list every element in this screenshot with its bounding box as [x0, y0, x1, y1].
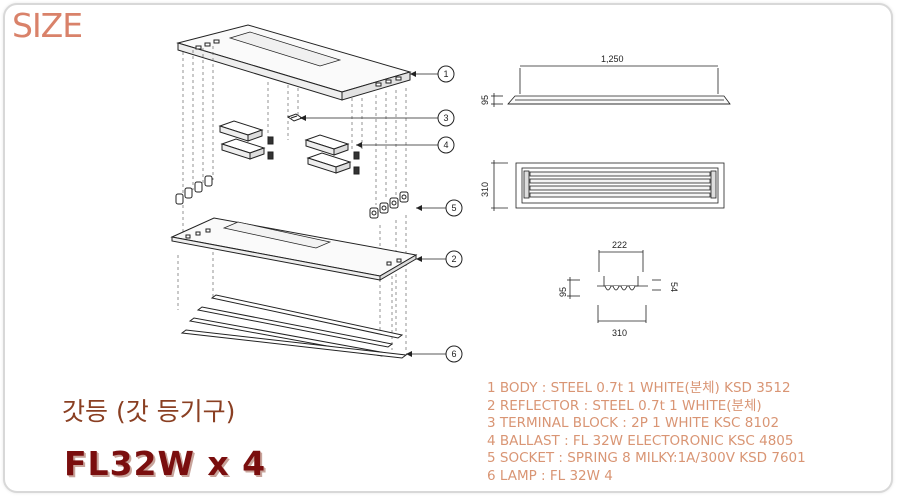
- reflector-part: [170, 217, 418, 281]
- plan-view: [491, 160, 725, 211]
- callout-6: 6: [451, 349, 456, 359]
- dim-height: 95: [480, 95, 490, 105]
- callout-3: 3: [443, 113, 448, 123]
- dim-length: 1,250: [601, 54, 624, 64]
- parts-list-item: 4 BALLAST : FL 32W ELECTORONIC KSC 4805: [487, 432, 794, 449]
- product-korean-name: 갓등 (갓 등기구): [62, 397, 236, 426]
- cross-section-view: [567, 250, 661, 323]
- callout-4: 4: [443, 140, 448, 150]
- dim-bottom-width: 310: [612, 328, 627, 338]
- callout-2: 2: [451, 254, 456, 264]
- lamp-part: [180, 294, 408, 359]
- parts-list-item: 2 REFLECTOR : STEEL 0.7t 1 WHITE(분체): [487, 397, 762, 414]
- dim-top-width: 222: [612, 240, 627, 250]
- callout-5: 5: [451, 203, 456, 213]
- dim-section-height: 95: [558, 287, 568, 297]
- parts-list-item: 1 BODY : STEEL 0.7t 1 WHITE(분체) KSD 3512: [487, 380, 791, 396]
- parts-list: 1 BODY : STEEL 0.7t 1 WHITE(분체) KSD 3512…: [487, 380, 806, 485]
- dim-lip: 54: [669, 282, 679, 292]
- product-model: FL32W x 4: [64, 444, 267, 483]
- body-part: [176, 24, 412, 101]
- parts-list-item: 3 TERMINAL BLOCK : 2P 1 WHITE KSC 8102: [487, 415, 780, 431]
- parts-list-item: 5 SOCKET : SPRING 8 MILKY:1A/300V KSD 76…: [487, 450, 806, 466]
- ballast-part: [218, 120, 360, 175]
- content-frame: [3, 3, 893, 493]
- terminal-block-part: [286, 113, 304, 122]
- page-title: SIZE: [12, 6, 83, 45]
- socket-part: [175, 175, 409, 219]
- callout-1: 1: [443, 69, 448, 79]
- parts-list-item: 6 LAMP : FL 32W 4: [487, 467, 613, 484]
- side-elevation-view: [491, 65, 731, 107]
- dim-width: 310: [480, 182, 490, 197]
